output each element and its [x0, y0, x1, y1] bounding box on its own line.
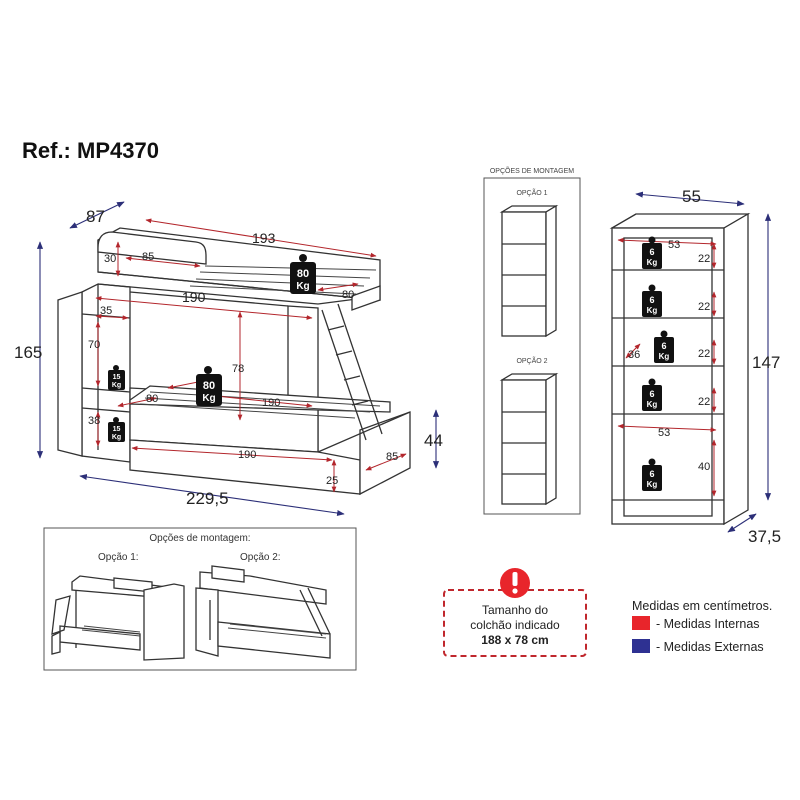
bed-option-1-label: Opção 1:: [98, 552, 139, 563]
head-30-dim: 30: [104, 253, 116, 265]
bed-option-2-thumbnail: [195, 565, 331, 659]
measurement-legend: Medidas em centímetros. - Medidas Intern…: [632, 599, 772, 654]
svg-text:Kg: Kg: [647, 400, 658, 409]
bed-options-title: Opções de montagem:: [149, 533, 250, 544]
drawer-height-dim: 44: [424, 431, 443, 450]
mattress-size-note: Tamanho do colchão indicado 188 x 78 cm: [443, 568, 587, 657]
bed-length-193-dim: 193: [252, 230, 276, 246]
lower-190-dim: 190: [262, 397, 280, 409]
lower-80-dim: 80: [146, 393, 158, 405]
cabinet-38-dim: 38: [88, 415, 100, 427]
bed-height-dim: 165: [14, 343, 42, 362]
clearance-78-dim: 78: [232, 363, 244, 375]
bookshelf-drawing: [609, 212, 751, 526]
weight-badge-lower-bed: 80 Kg: [196, 366, 222, 406]
mattress-line-2: colchão indicado: [470, 618, 560, 632]
svg-text:Kg: Kg: [112, 382, 121, 389]
shelf-22-2: 22: [698, 301, 710, 313]
svg-text:15: 15: [113, 374, 121, 381]
legend-internal: - Medidas Internas: [656, 617, 760, 631]
upper-80-dim: 80: [342, 289, 354, 301]
svg-text:15: 15: [113, 426, 121, 433]
external-swatch: [632, 639, 650, 653]
shelf-22-4: 22: [698, 396, 710, 408]
bed-depth-dim: 87: [86, 207, 105, 226]
assembly-options-title: OPÇÕES DE MONTAGEM: [490, 166, 574, 175]
upper-190-dim: 190: [182, 289, 206, 305]
bed-option-1-thumbnail: [51, 575, 185, 661]
svg-text:Kg: Kg: [647, 480, 658, 489]
svg-text:6: 6: [661, 341, 666, 351]
legend-title: Medidas em centímetros.: [632, 599, 772, 613]
svg-text:Kg: Kg: [647, 306, 658, 315]
mattress-size: 188 x 78 cm: [481, 633, 548, 647]
shelf-22-3: 22: [698, 348, 710, 360]
legend-external: - Medidas Externas: [656, 640, 764, 654]
shelf-inner-53-top: 53: [668, 239, 680, 251]
option-2-label: OPÇÃO 2: [516, 356, 547, 365]
weight-badge-cabinet-lower: 15 Kg: [108, 417, 125, 442]
exclamation-icon: [500, 568, 530, 598]
drawer-190-dim: 190: [238, 449, 256, 461]
svg-text:80: 80: [203, 380, 215, 392]
shelf-weight-badge-1: 6 Kg: [642, 236, 662, 269]
drawer-85-dim: 85: [386, 451, 398, 463]
shelf-depth-dim: 37,5: [748, 527, 781, 546]
weight-badge-upper-bed: 80 Kg: [290, 254, 316, 294]
weight-badge-cabinet-upper: 15 Kg: [108, 365, 125, 390]
shelf-weight-badge-5: 6 Kg: [642, 458, 662, 491]
svg-text:Kg: Kg: [112, 434, 121, 441]
shelf-inner-53-bottom: 53: [658, 427, 670, 439]
drawer-25-dim: 25: [326, 475, 338, 487]
option-1-label: OPÇÃO 1: [516, 188, 547, 197]
svg-text:6: 6: [649, 247, 654, 257]
bed-total-length-dim: 229,5: [186, 489, 229, 508]
shelf-depth-36: 36: [628, 349, 640, 361]
bed-option-2-label: Opção 2:: [240, 552, 281, 563]
svg-text:Kg: Kg: [202, 393, 215, 404]
shelf-weight-badge-3: 6 Kg: [654, 330, 674, 363]
svg-text:6: 6: [649, 295, 654, 305]
internal-swatch: [632, 616, 650, 630]
svg-text:80: 80: [297, 268, 309, 280]
svg-text:Kg: Kg: [659, 352, 670, 361]
bed-assembly-options-panel: Opções de montagem: Opção 1: Opção 2:: [43, 527, 357, 671]
assembly-options-panel: OPÇÕES DE MONTAGEM OPÇÃO 1 OPÇÃO 2: [483, 166, 581, 515]
svg-text:Kg: Kg: [647, 258, 658, 267]
shelf-width-dim: 55: [682, 187, 701, 206]
cabinet-35-dim: 35: [100, 305, 112, 317]
cabinet-70-dim: 70: [88, 339, 100, 351]
mattress-line-1: Tamanho do: [482, 603, 548, 617]
shelf-weight-badge-2: 6 Kg: [642, 284, 662, 317]
svg-text:6: 6: [649, 389, 654, 399]
svg-text:6: 6: [649, 469, 654, 479]
shelf-weight-badge-4: 6 Kg: [642, 378, 662, 411]
svg-text:Kg: Kg: [296, 281, 309, 292]
shelf-height-dim: 147: [752, 353, 780, 372]
head-85-dim: 85: [142, 251, 154, 263]
reference-title: Ref.: MP4370: [22, 138, 159, 163]
shelf-22-1: 22: [698, 253, 710, 265]
shelf-40-dim: 40: [698, 461, 710, 473]
